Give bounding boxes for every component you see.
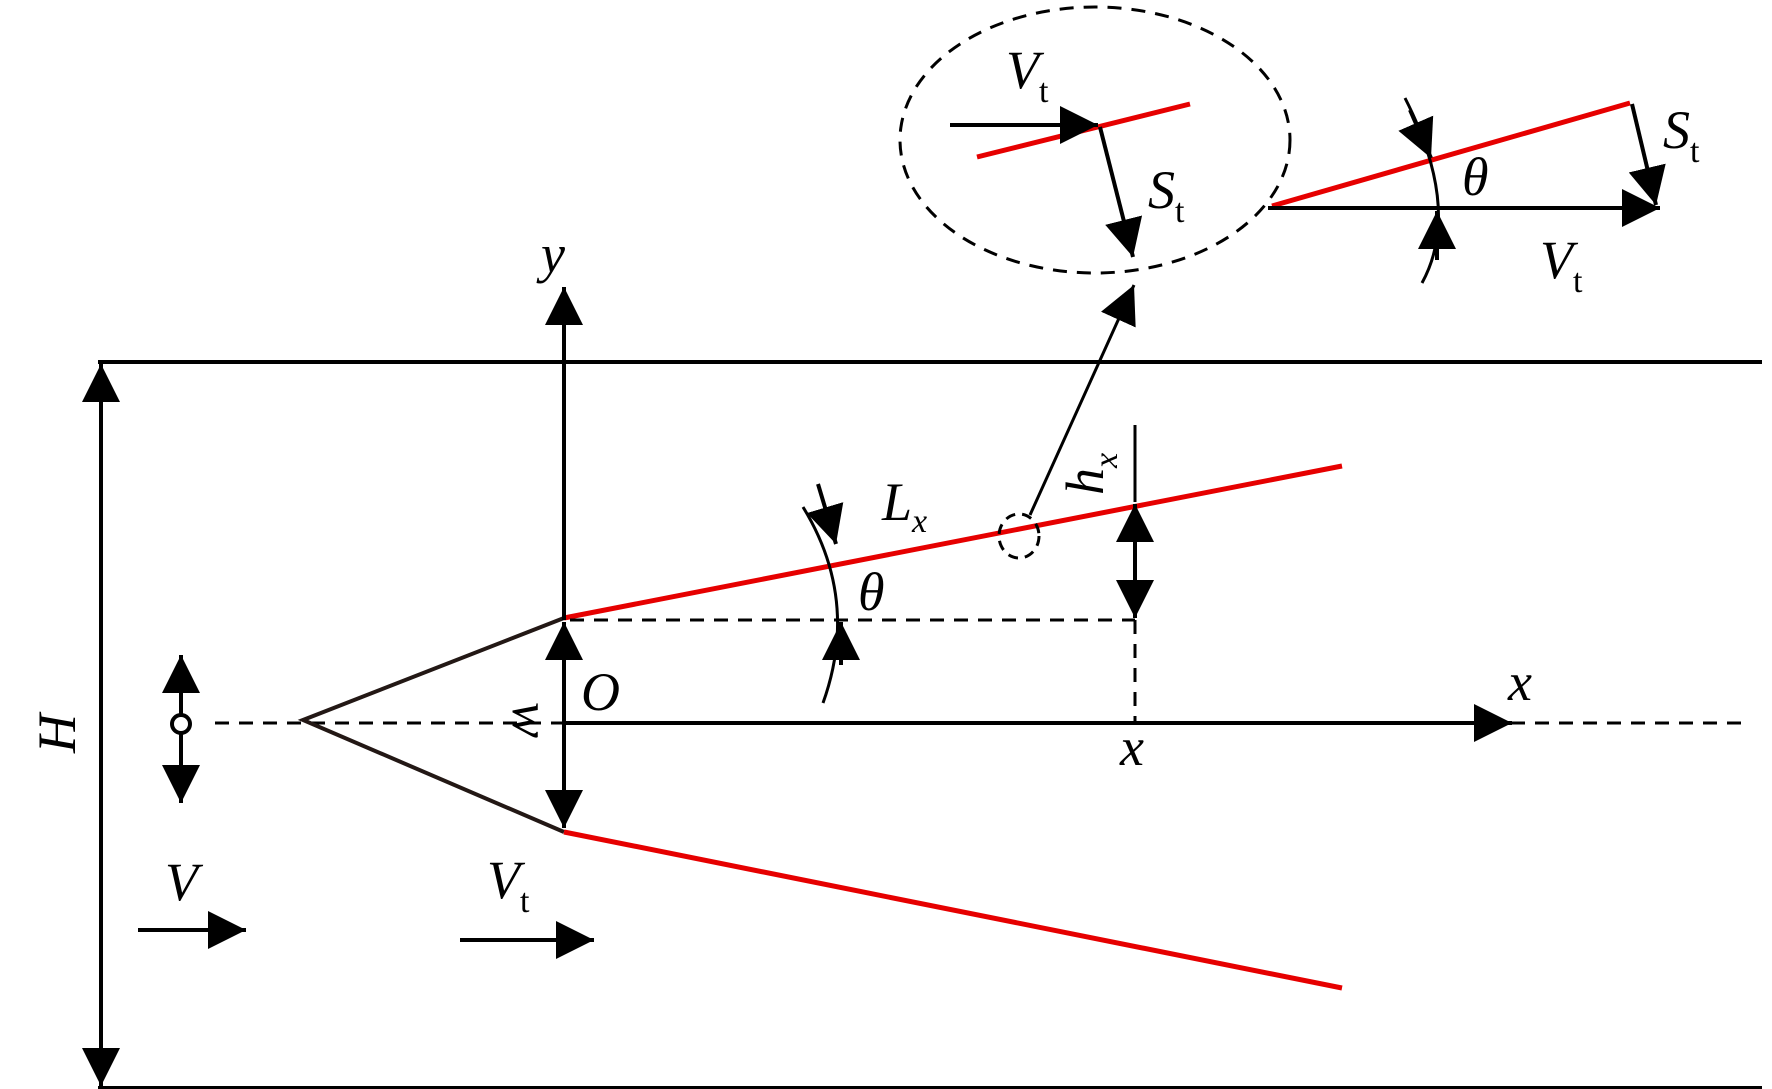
sample-region-circle: [997, 512, 1041, 560]
triangle-shear-label: St: [1663, 100, 1700, 170]
wedge-body: [297, 616, 565, 834]
body-pivot-icon: [170, 713, 192, 735]
theta-label: θ: [858, 562, 885, 622]
triangle-tip-velocity-label: Vt: [1540, 230, 1583, 300]
offset-label: hx: [1055, 453, 1125, 495]
triangle-shear-arrow: [1628, 103, 1666, 206]
inset-shear-label: St: [1148, 160, 1185, 230]
inset-shear-segment: [976, 101, 1191, 160]
freestream-velocity-label: V: [165, 852, 204, 912]
triangle-theta-label: θ: [1462, 147, 1489, 207]
triangle-shear-segment: [1271, 100, 1631, 209]
width-label: w: [501, 702, 561, 738]
zoom-inset-ellipse: [898, 5, 1292, 275]
x-position-label: x: [1119, 717, 1144, 777]
upper-shear-layer: [563, 463, 1343, 621]
theta-arrow-top: [806, 483, 844, 545]
inset-shear-arrow: [1098, 126, 1143, 258]
triangle-theta-arrow-top: [1398, 109, 1434, 159]
tip-velocity-label: Vt: [487, 850, 530, 920]
height-label: H: [27, 711, 87, 754]
lower-shear-layer: [563, 829, 1343, 991]
inset-tip-velocity-label: Vt: [1006, 40, 1049, 110]
origin-label: O: [581, 662, 620, 722]
x-axis-label: x: [1507, 652, 1532, 712]
triangle-theta-arc: [1403, 97, 1440, 284]
zoom-arrow: [1028, 284, 1136, 516]
y-axis-label: y: [536, 224, 565, 284]
length-label: Lx: [881, 472, 927, 540]
